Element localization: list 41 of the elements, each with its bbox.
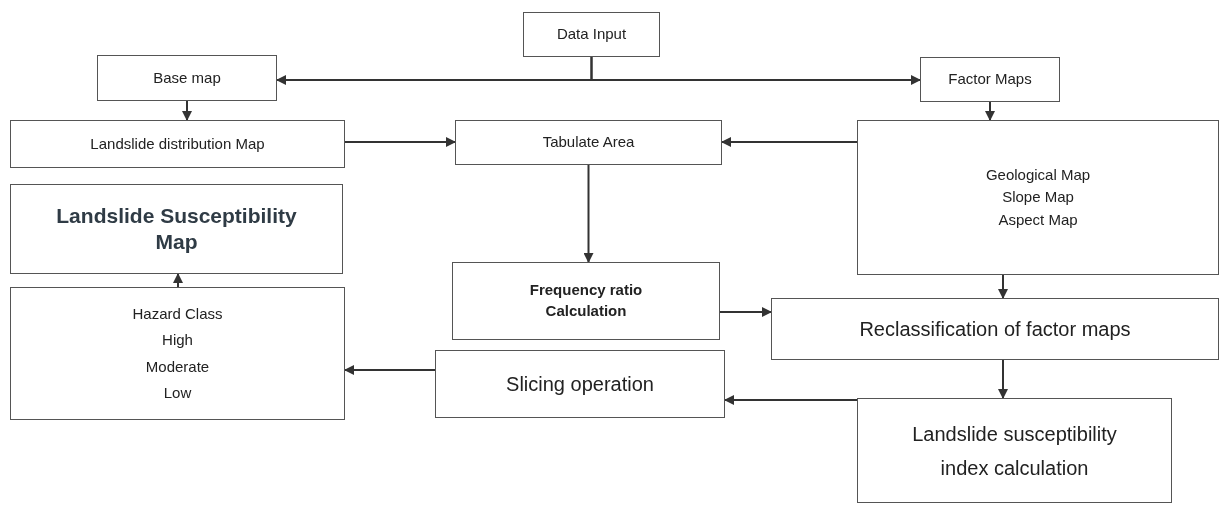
process-box bbox=[857, 120, 1219, 275]
process-box bbox=[455, 120, 722, 165]
box-text: Tabulate Area bbox=[542, 132, 635, 153]
arrow bbox=[344, 365, 436, 375]
box-text: Data Input bbox=[556, 24, 627, 45]
arrow bbox=[721, 137, 858, 147]
box-text: Frequency ratio Calculation bbox=[528, 280, 644, 321]
process-box bbox=[10, 184, 343, 274]
arrow bbox=[590, 56, 921, 85]
arrow bbox=[173, 273, 183, 288]
process-box bbox=[435, 350, 725, 418]
arrow bbox=[719, 307, 772, 317]
box-text: Hazard Class bbox=[132, 303, 223, 324]
box-text: High bbox=[162, 330, 193, 350]
process-box bbox=[97, 55, 277, 101]
process-box bbox=[857, 398, 1172, 503]
arrow bbox=[724, 395, 858, 405]
process-box bbox=[771, 298, 1219, 360]
arrow bbox=[998, 274, 1008, 299]
arrow bbox=[985, 101, 995, 121]
process-box bbox=[10, 120, 345, 168]
box-text: Aspect Map bbox=[998, 209, 1078, 230]
box-text: Low bbox=[163, 383, 192, 403]
arrow bbox=[182, 100, 192, 121]
box-text: Base map bbox=[153, 67, 221, 88]
box-text: Slicing operation bbox=[506, 372, 654, 397]
box-text: Factor Maps bbox=[948, 69, 1032, 90]
box-text: Landslide distribution Map bbox=[90, 133, 265, 154]
process-box bbox=[523, 12, 660, 57]
box-text: Moderate bbox=[145, 356, 210, 377]
box-text: Landslide Susceptibility Map bbox=[55, 202, 298, 255]
box-text: Landslide susceptibility index calculation bbox=[911, 421, 1118, 481]
process-box bbox=[452, 262, 720, 340]
process-box bbox=[920, 57, 1060, 102]
arrow bbox=[583, 164, 594, 263]
box-text: Slope Map bbox=[1002, 187, 1074, 208]
box-text: Geological Map bbox=[985, 164, 1091, 185]
arrow bbox=[998, 359, 1008, 399]
arrow bbox=[344, 137, 456, 147]
process-box bbox=[10, 287, 345, 420]
box-text: Reclassification of factor maps bbox=[859, 317, 1131, 342]
